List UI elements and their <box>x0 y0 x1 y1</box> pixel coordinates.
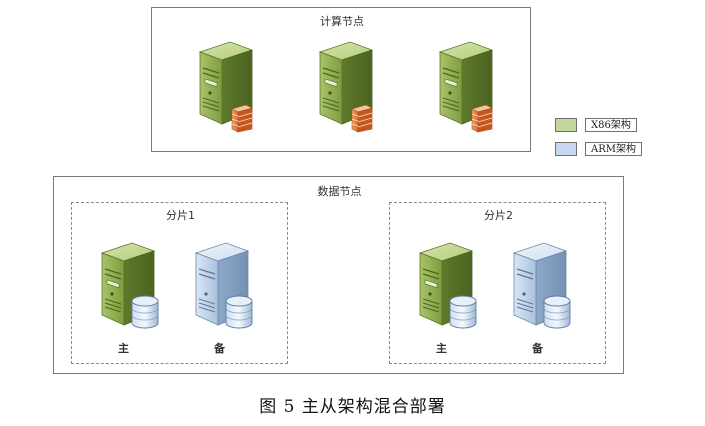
primary-label: 主 <box>118 340 129 356</box>
shard-1-title: 分片1 <box>72 207 289 223</box>
standby-label: 备 <box>532 340 543 356</box>
compute-node-title: 计算节点 <box>152 13 532 29</box>
data-node-group: 数据节点 分片1 主 备 分片2 主 备 <box>53 176 624 374</box>
shard-2-group: 分片2 主 备 <box>389 202 606 364</box>
legend-x86-label: X86架构 <box>585 118 637 132</box>
firewall-icon <box>230 103 254 133</box>
firewall-icon <box>470 103 494 133</box>
primary-label: 主 <box>436 340 447 356</box>
database-icon <box>130 295 160 329</box>
shard-2-title: 分片2 <box>390 207 607 223</box>
database-icon <box>542 295 572 329</box>
data-node-title: 数据节点 <box>54 183 625 199</box>
firewall-icon <box>350 103 374 133</box>
compute-node-group: 计算节点 <box>151 7 531 152</box>
shard-1-group: 分片1 主 备 <box>71 202 288 364</box>
standby-label: 备 <box>214 340 225 356</box>
database-icon <box>448 295 478 329</box>
database-icon <box>224 295 254 329</box>
legend-arm-swatch <box>555 142 577 156</box>
figure-caption: 图 5 主从架构混合部署 <box>0 392 705 417</box>
legend-arm-label: ARM架构 <box>585 142 642 156</box>
legend-x86-swatch <box>555 118 577 132</box>
